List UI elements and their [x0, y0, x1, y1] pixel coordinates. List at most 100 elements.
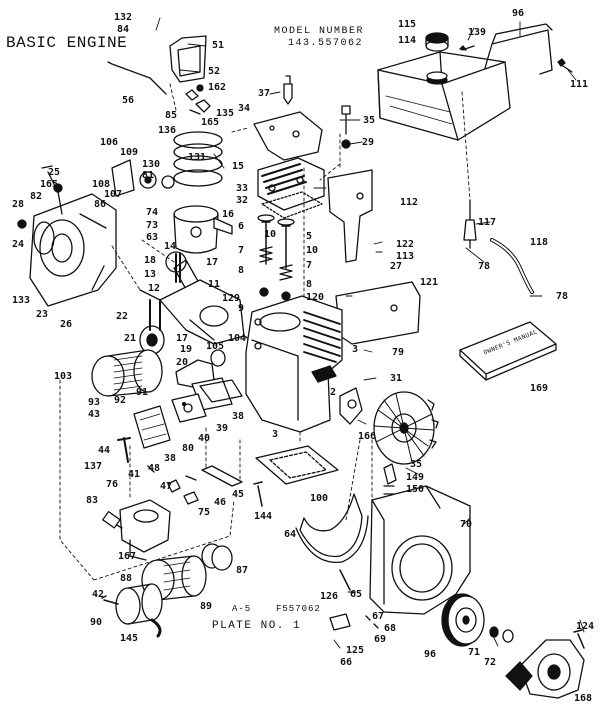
callout-115[interactable]: 115	[398, 19, 417, 30]
callout-111[interactable]: 111	[570, 79, 589, 90]
callout-121[interactable]: 121	[420, 277, 439, 288]
callout-67[interactable]: 67	[372, 611, 385, 622]
callout-96[interactable]: 96	[512, 8, 525, 19]
callout-47[interactable]: 47	[160, 481, 173, 492]
callout-71[interactable]: 71	[468, 647, 481, 658]
callout-149[interactable]: 149	[406, 472, 425, 483]
callout-166[interactable]: 166	[358, 431, 377, 442]
callout-56[interactable]: 56	[122, 95, 135, 106]
callout-85[interactable]: 85	[165, 110, 178, 121]
callout-114[interactable]: 114	[398, 35, 417, 46]
callout-96b[interactable]: 96	[424, 649, 437, 660]
callout-120[interactable]: 120	[306, 292, 325, 303]
callout-20[interactable]: 20	[176, 357, 189, 368]
callout-43[interactable]: 43	[88, 409, 101, 420]
callout-13[interactable]: 13	[144, 269, 157, 280]
callout-84[interactable]: 84	[117, 24, 130, 35]
callout-23[interactable]: 23	[36, 309, 49, 320]
callout-51[interactable]: 51	[212, 40, 225, 51]
callout-135[interactable]: 135	[216, 108, 235, 119]
callout-112[interactable]: 112	[400, 197, 419, 208]
callout-103[interactable]: 103	[54, 371, 73, 382]
callout-104[interactable]: 104	[228, 333, 247, 344]
callout-21[interactable]: 21	[124, 333, 137, 344]
callout-129[interactable]: 129	[222, 293, 241, 304]
callout-136[interactable]: 136	[158, 125, 177, 136]
callout-165b[interactable]: 165	[40, 179, 59, 190]
callout-12[interactable]: 12	[148, 283, 161, 294]
callout-139[interactable]: 139	[468, 27, 487, 38]
callout-66[interactable]: 66	[340, 657, 353, 668]
callout-11[interactable]: 11	[208, 279, 221, 290]
callout-78a[interactable]: 78	[478, 261, 491, 272]
callout-169[interactable]: 169	[530, 383, 549, 394]
callout-83[interactable]: 83	[86, 495, 99, 506]
callout-75[interactable]: 75	[198, 507, 211, 518]
callout-44[interactable]: 44	[98, 445, 111, 456]
callout-7a[interactable]: 7	[238, 245, 245, 256]
callout-131[interactable]: 131	[188, 152, 207, 163]
callout-165[interactable]: 165	[201, 117, 220, 128]
callout-150[interactable]: 150	[406, 484, 425, 495]
callout-32[interactable]: 32	[236, 195, 249, 206]
callout-168[interactable]: 168	[574, 693, 593, 704]
callout-144[interactable]: 144	[254, 511, 273, 522]
callout-68[interactable]: 68	[384, 623, 397, 634]
callout-125[interactable]: 125	[346, 645, 365, 656]
callout-24[interactable]: 24	[12, 239, 25, 250]
callout-52[interactable]: 52	[208, 66, 221, 77]
callout-8a[interactable]: 8	[238, 265, 245, 276]
callout-64[interactable]: 64	[284, 529, 297, 540]
callout-124[interactable]: 124	[576, 621, 595, 632]
callout-14[interactable]: 14	[164, 241, 177, 252]
callout-74[interactable]: 74	[146, 207, 159, 218]
callout-38a[interactable]: 38	[232, 411, 245, 422]
callout-7b[interactable]: 7	[306, 260, 313, 271]
callout-25[interactable]: 25	[48, 167, 61, 178]
callout-65[interactable]: 65	[350, 589, 363, 600]
callout-88[interactable]: 88	[120, 573, 133, 584]
callout-10a[interactable]: 10	[264, 229, 277, 240]
callout-17b[interactable]: 17	[176, 333, 189, 344]
callout-31[interactable]: 31	[390, 373, 403, 384]
callout-38b[interactable]: 38	[164, 453, 177, 464]
callout-106[interactable]: 106	[100, 137, 119, 148]
callout-28[interactable]: 28	[12, 199, 25, 210]
callout-48[interactable]: 48	[148, 463, 161, 474]
callout-122[interactable]: 122	[396, 239, 415, 250]
callout-109[interactable]: 109	[120, 147, 139, 158]
callout-3b[interactable]: 3	[272, 429, 279, 440]
callout-79[interactable]: 79	[392, 347, 405, 358]
callout-69[interactable]: 69	[374, 634, 387, 645]
callout-29[interactable]: 29	[362, 137, 375, 148]
callout-78b[interactable]: 78	[556, 291, 569, 302]
callout-22[interactable]: 22	[116, 311, 129, 322]
callout-35b[interactable]: 35	[410, 459, 423, 470]
callout-92[interactable]: 92	[114, 395, 127, 406]
callout-45[interactable]: 45	[232, 489, 245, 500]
callout-145[interactable]: 145	[120, 633, 139, 644]
callout-6[interactable]: 6	[238, 221, 245, 232]
callout-46[interactable]: 46	[214, 497, 227, 508]
callout-72[interactable]: 72	[484, 657, 497, 668]
callout-5[interactable]: 5	[306, 231, 313, 242]
callout-117[interactable]: 117	[478, 217, 497, 228]
callout-137[interactable]: 137	[84, 461, 103, 472]
callout-107[interactable]: 107	[104, 189, 123, 200]
callout-113[interactable]: 113	[396, 251, 415, 262]
callout-63[interactable]: 63	[146, 232, 159, 243]
callout-33[interactable]: 33	[236, 183, 249, 194]
callout-162[interactable]: 162	[208, 82, 227, 93]
callout-73[interactable]: 73	[146, 220, 159, 231]
callout-8b[interactable]: 8	[306, 279, 313, 290]
callout-89[interactable]: 89	[200, 601, 213, 612]
callout-87[interactable]: 87	[236, 565, 249, 576]
callout-40[interactable]: 40	[198, 433, 211, 444]
callout-35[interactable]: 35	[363, 115, 376, 126]
callout-100[interactable]: 100	[310, 493, 329, 504]
callout-2[interactable]: 2	[330, 387, 337, 398]
callout-17a[interactable]: 17	[206, 257, 219, 268]
callout-133[interactable]: 133	[12, 295, 31, 306]
callout-37[interactable]: 37	[258, 88, 271, 99]
callout-18[interactable]: 18	[144, 255, 157, 266]
